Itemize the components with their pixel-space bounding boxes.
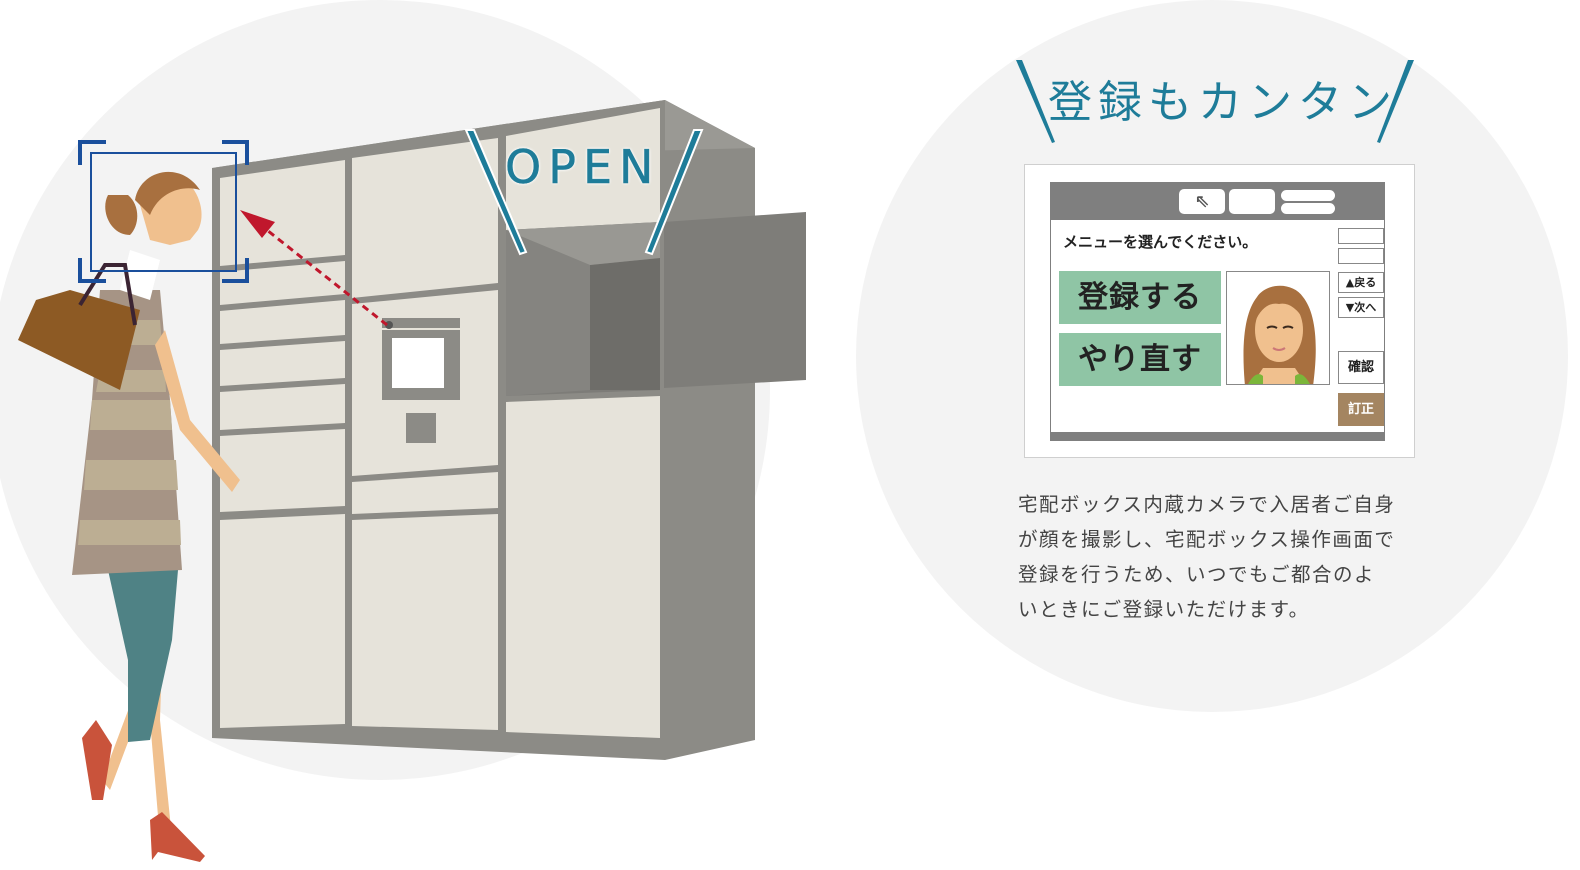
title-flare-right	[1377, 60, 1414, 143]
open-door	[664, 212, 806, 388]
locker-control-panel	[382, 318, 460, 443]
side-field-1	[1338, 228, 1384, 244]
arrow-up-left-icon[interactable]: ⇖	[1179, 189, 1225, 214]
back-button[interactable]: ▲戻る	[1338, 272, 1384, 293]
face-photo-preview	[1226, 271, 1330, 385]
correct-button[interactable]: 訂正	[1338, 393, 1384, 426]
woman-figure	[18, 171, 240, 862]
topbar-blank-button[interactable]	[1229, 189, 1275, 214]
locker-column-1	[220, 160, 345, 728]
screen-bottombar	[1051, 432, 1384, 440]
camera-arrow	[257, 221, 388, 327]
open-label: OPEN	[505, 140, 661, 195]
open-flare-left	[464, 129, 528, 256]
register-button[interactable]: 登録する	[1059, 271, 1221, 324]
description-line: 宅配ボックス内蔵カメラで入居者ご自身	[1018, 493, 1396, 516]
confirm-button[interactable]: 確認	[1338, 351, 1384, 384]
handbag	[18, 290, 140, 390]
next-button[interactable]: ▼次へ	[1338, 297, 1384, 318]
face-portrait-icon	[1243, 285, 1316, 384]
topbar-pill-top	[1281, 190, 1335, 201]
locker-column-3	[506, 108, 660, 738]
locker-screen-mockup: ⇖ メニューを選んでください。 登録する やり直す ▲戻る ▼次へ 確認 訂正	[1050, 182, 1385, 441]
face-detection-frame	[78, 140, 249, 283]
locker-side-panel	[665, 100, 755, 760]
description-line: が顔を撮影し、宅配ボックス操作画面で	[1018, 528, 1396, 551]
feature-title: 登録もカンタン	[1048, 77, 1398, 128]
arrow-head	[240, 210, 275, 238]
description-line: 登録を行うため、いつでもご都合のよ	[1018, 563, 1376, 586]
screen-topbar: ⇖	[1051, 183, 1384, 220]
title-flare-left	[1016, 60, 1055, 143]
menu-prompt: メニューを選んでください。	[1063, 233, 1258, 251]
side-field-2	[1338, 248, 1384, 264]
retry-button[interactable]: やり直す	[1059, 333, 1221, 386]
description-line: いときにご登録いただけます。	[1018, 598, 1310, 621]
topbar-pill-bottom	[1281, 203, 1335, 214]
open-flare-right	[644, 129, 704, 256]
feature-description: 宅配ボックス内蔵カメラで入居者ご自身 が顔を撮影し、宅配ボックス操作画面で 登録…	[1018, 487, 1438, 627]
